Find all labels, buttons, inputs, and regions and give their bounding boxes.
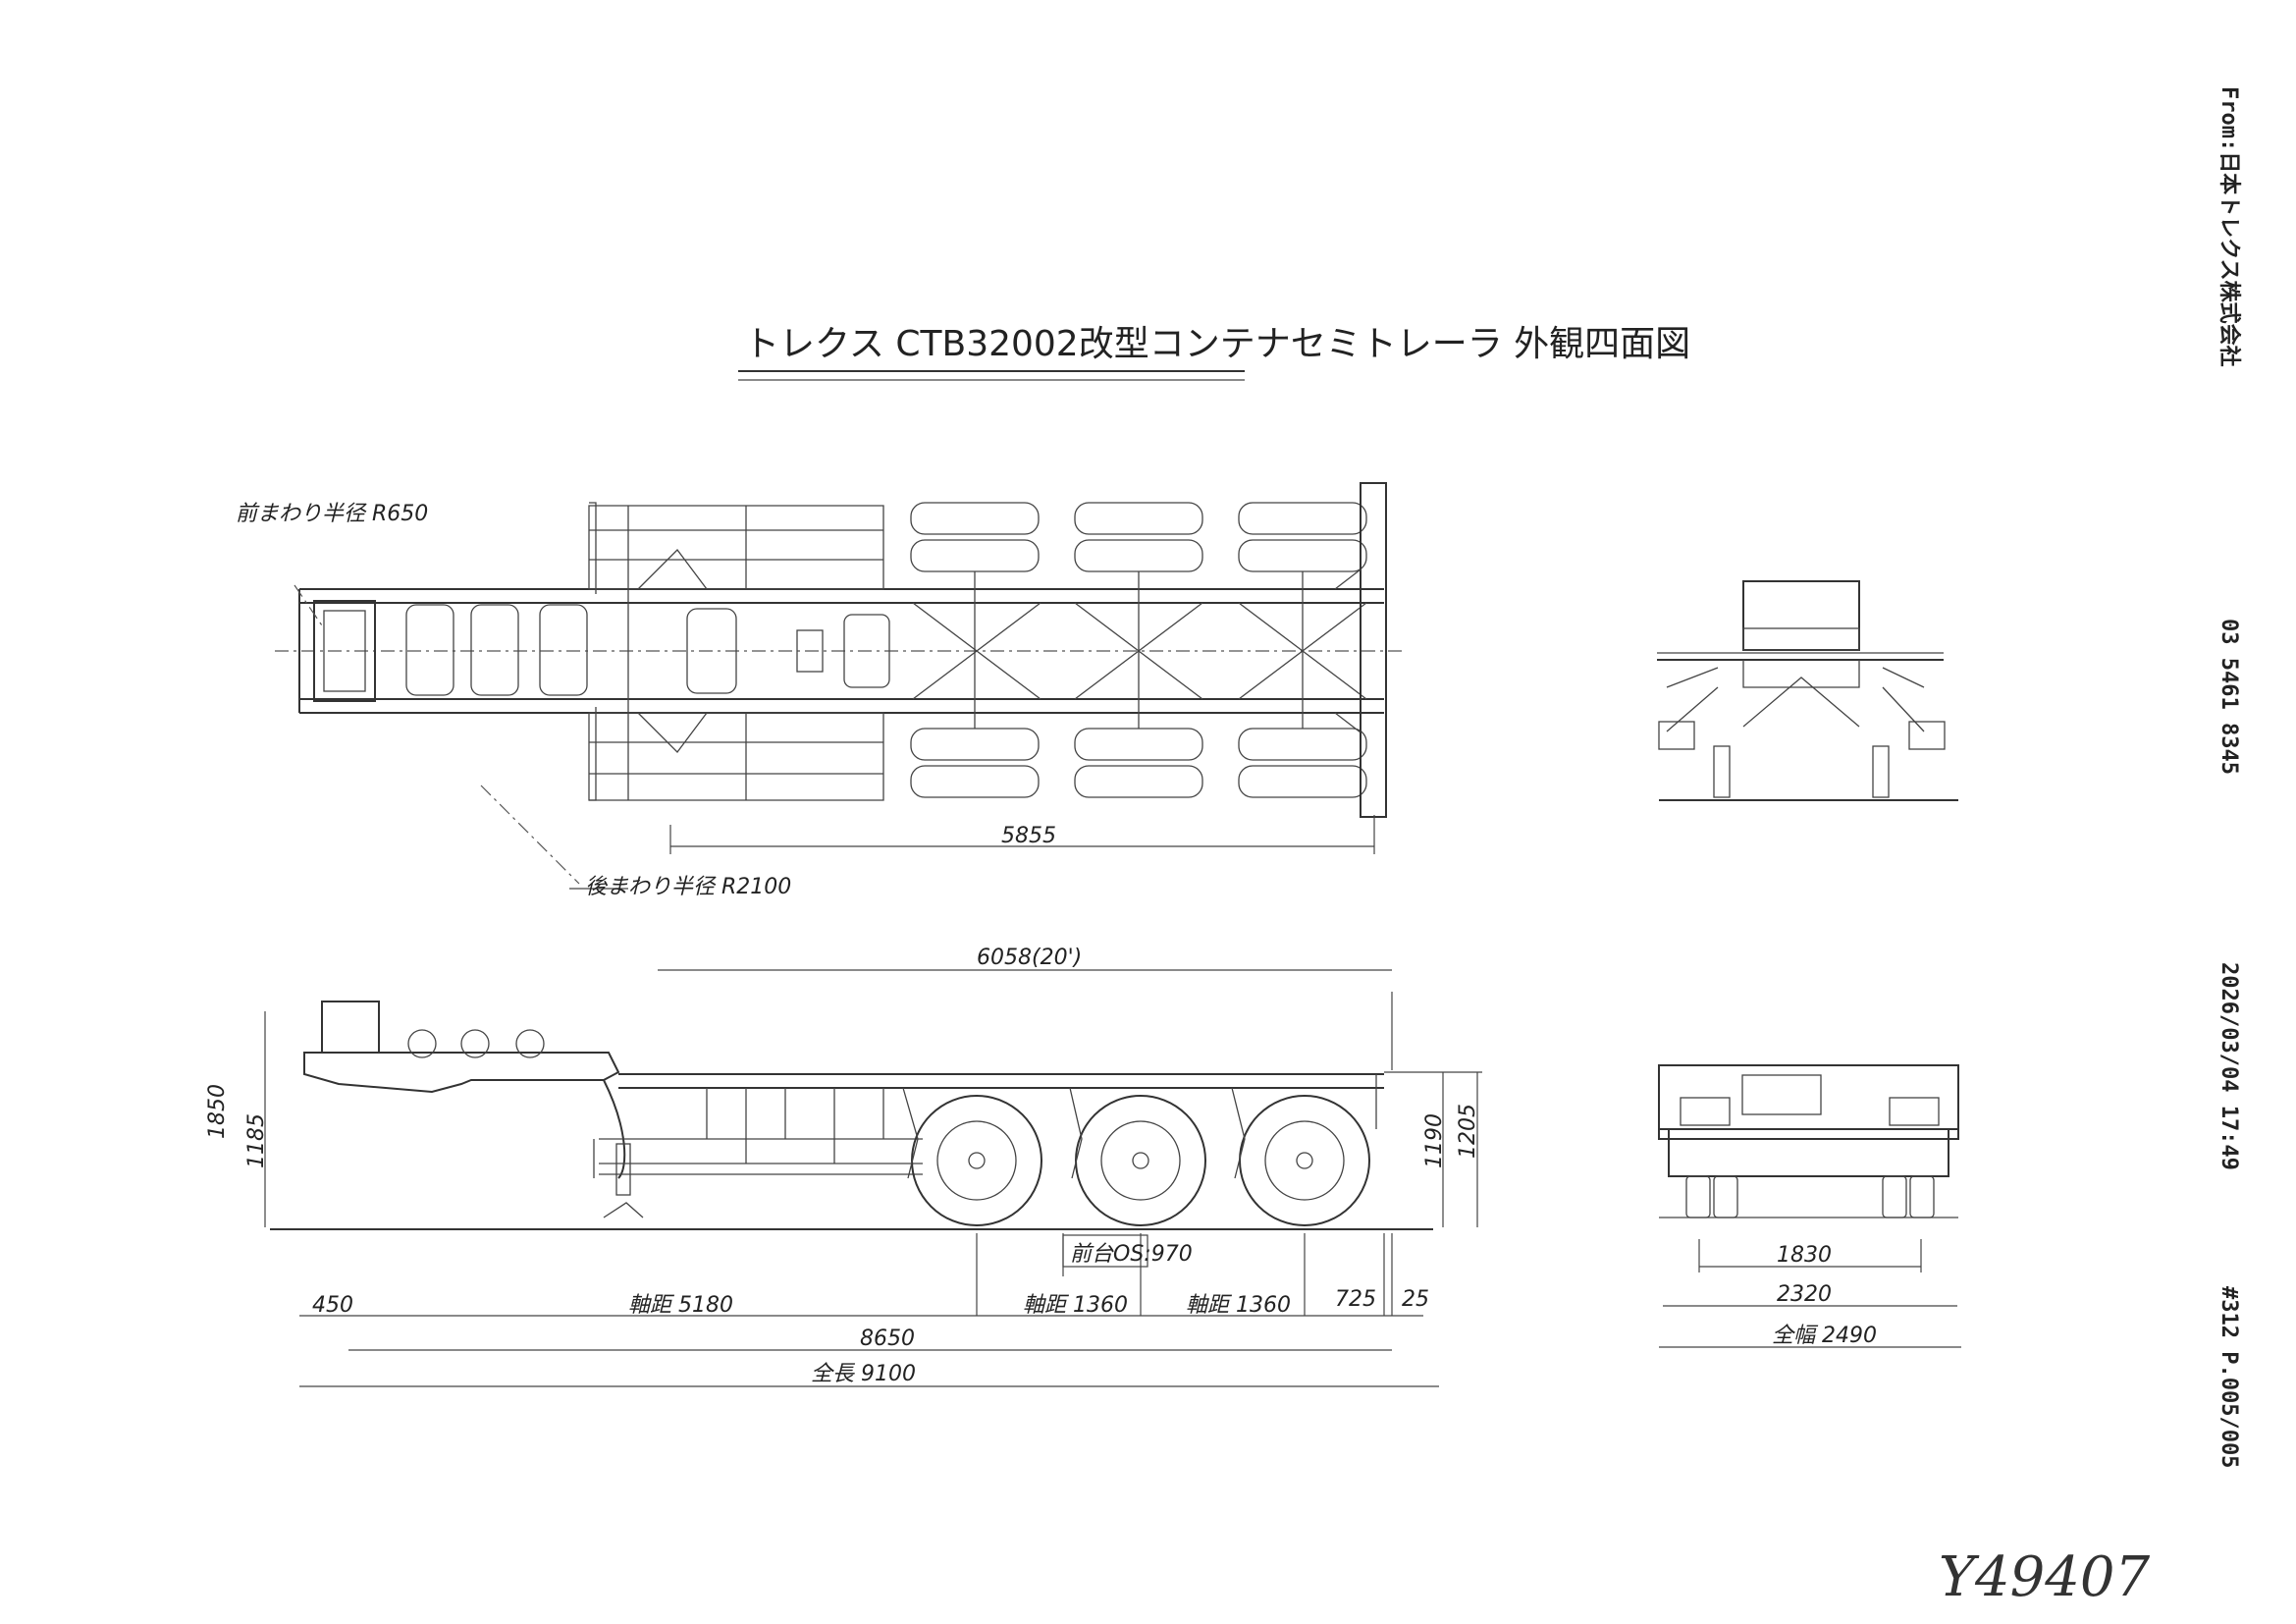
dim-5855: 5855: [1001, 824, 1056, 848]
rear-view: [1657, 580, 1958, 801]
side-view: 6058(20') 1850 1185 1190 1205 前台OS:970 4…: [205, 946, 1482, 1387]
dim-725: 725: [1335, 1287, 1376, 1312]
dim-1850: 1850: [205, 1084, 230, 1139]
dim-5180: 軸距 5180: [628, 1293, 733, 1318]
dim-os: 前台OS:970: [1070, 1242, 1193, 1267]
dim-total-width: 全幅 2490: [1772, 1324, 1877, 1348]
plan-view: 前まわり半径 R650 後まわり半径 R2100 5855: [236, 482, 1404, 899]
dim-container-length: 6058(20'): [977, 946, 1082, 970]
rear-end-view: 1830 2320 全幅 2490: [1658, 1064, 1961, 1348]
dim-2320: 2320: [1777, 1282, 1832, 1307]
fax-from: From:日本トレクス株式会社: [2216, 86, 2242, 367]
fax-page: #312 P.005/005: [2216, 1286, 2241, 1468]
dim-1830: 1830: [1777, 1243, 1832, 1268]
dim-1360-b: 軸距 1360: [1186, 1293, 1291, 1318]
dim-8650: 8650: [860, 1326, 915, 1351]
dim-1205: 1205: [1456, 1104, 1480, 1159]
dim-total-length: 全長 9100: [811, 1362, 916, 1386]
front-turn-radius-label: 前まわり半径 R650: [236, 502, 428, 526]
drawing-title: トレクス CTB32002改型コンテナセミトレーラ 外観四面図: [744, 324, 1690, 364]
rear-turn-radius-label: 後まわり半径 R2100: [585, 875, 791, 899]
fax-phone: 03 5461 8345: [2216, 619, 2241, 775]
dim-25: 25: [1402, 1287, 1429, 1312]
dim-450: 450: [312, 1293, 353, 1318]
handwritten-note: Y49407: [1939, 1545, 2150, 1609]
dim-1360-a: 軸距 1360: [1023, 1293, 1128, 1318]
dim-1190: 1190: [1422, 1113, 1447, 1168]
dim-1185: 1185: [244, 1113, 269, 1168]
fax-datetime: 2026/03/04 17:49: [2216, 962, 2241, 1170]
